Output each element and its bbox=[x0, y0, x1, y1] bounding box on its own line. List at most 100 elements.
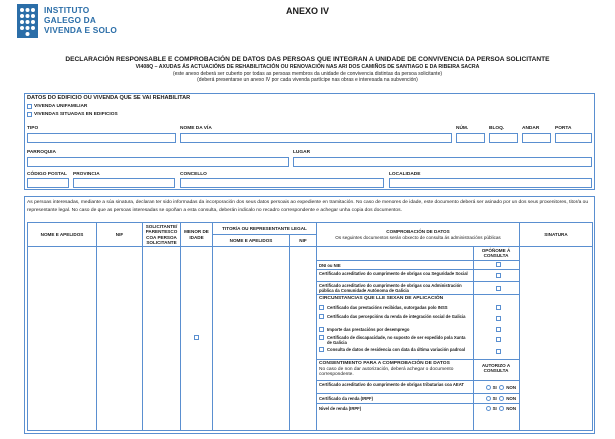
consult-row-inss: Certificado das prestacións recibidas, o… bbox=[317, 303, 519, 313]
porta-field[interactable] bbox=[555, 133, 592, 143]
bloq-field[interactable] bbox=[489, 133, 518, 143]
members-table: NOME E APELIDOS NIF SOLICITANTE/ PARENTE… bbox=[27, 222, 593, 431]
declaration-text: As persoas interesadas, mediante a súa s… bbox=[27, 200, 589, 213]
andar-field[interactable] bbox=[522, 133, 551, 143]
col-menor: MENOR DE IDADE bbox=[180, 222, 213, 247]
building-section-title: DATOS DO EDIFICIO OU VIVENDA QUE SE VAI … bbox=[27, 95, 191, 101]
consult-row-nivel: Nivel de renda (IRPF) SI NON bbox=[317, 403, 519, 413]
circ-discapacidade-checkbox[interactable] bbox=[319, 335, 324, 340]
col-nif: NIF bbox=[96, 222, 143, 247]
tutor-nif-cell[interactable] bbox=[289, 246, 317, 431]
document-titles: DECLARACIÓN RESPONSABLE E COMPROBACIÓN D… bbox=[0, 56, 615, 84]
in-building-label: VIVENDAS SITUADAS EN EDIFICIOS bbox=[34, 112, 118, 117]
renda-si-radio[interactable] bbox=[485, 396, 491, 402]
consultation-cell: OPÓÑOME Á CONSULTA DNI ou NIE Certificad… bbox=[316, 246, 520, 431]
tutor-name-cell[interactable] bbox=[212, 246, 290, 431]
signature-cell[interactable] bbox=[519, 246, 593, 431]
porta-label: PORTA bbox=[555, 126, 572, 131]
nome-via-field[interactable] bbox=[180, 133, 452, 143]
oppose-risga-checkbox[interactable] bbox=[496, 316, 501, 321]
oppose-xunta-checkbox[interactable] bbox=[496, 286, 501, 291]
provincia-label: PROVINCIA bbox=[73, 172, 100, 177]
nivel-non-radio[interactable] bbox=[499, 406, 505, 412]
col-titor-nif: NIF bbox=[289, 234, 317, 247]
col-comprobacion: COMPROBACIÓN DE DATOS Os seguintes docum… bbox=[316, 222, 520, 247]
note-1: (este anexo deberá ser cuberto por todas… bbox=[172, 71, 443, 77]
building-data-section bbox=[24, 93, 595, 190]
oppose-ss-checkbox[interactable] bbox=[496, 273, 501, 278]
consultation-divider bbox=[473, 247, 519, 430]
localidade-label: LOCALIDADE bbox=[389, 172, 421, 177]
codigo-postal-field[interactable] bbox=[27, 178, 69, 188]
consultation-list: OPÓÑOME Á CONSULTA DNI ou NIE Certificad… bbox=[317, 247, 519, 430]
member-name-cell[interactable] bbox=[27, 246, 97, 431]
page-header: INSTITUTO GALEGO DA VIVENDA E SOLO ANEXO… bbox=[0, 0, 615, 60]
circ-residencia-checkbox[interactable] bbox=[319, 347, 324, 352]
consult-row-aeat: Certificado acreditativo do cumprimento … bbox=[317, 380, 519, 393]
circ-desemprego-checkbox[interactable] bbox=[319, 327, 324, 332]
renda-options: SI NON bbox=[485, 396, 516, 402]
lugar-label: LUGAR bbox=[293, 150, 311, 155]
parroquia-label: PARROQUIA bbox=[27, 150, 56, 155]
consult-row-desemprego: Importe das prestacións por desemprego bbox=[317, 325, 519, 334]
consent-header: CONSENTIMENTO PARA A COMPROBACIÓN DE DAT… bbox=[317, 359, 519, 380]
renda-non-radio[interactable] bbox=[499, 396, 505, 402]
single-family-checkbox[interactable] bbox=[27, 104, 32, 109]
consult-row-discapacidade: Certificado de discapacidade, no suposto… bbox=[317, 334, 519, 346]
circ-inss-checkbox[interactable] bbox=[319, 305, 324, 310]
minor-checkbox[interactable] bbox=[194, 335, 199, 341]
oppose-discapacidade-checkbox[interactable] bbox=[496, 337, 501, 342]
andar-label: ANDAR bbox=[522, 126, 540, 131]
consult-row-dni: DNI ou NIE bbox=[317, 260, 519, 269]
oppose-inss-checkbox[interactable] bbox=[496, 305, 501, 310]
tipo-field[interactable] bbox=[27, 133, 176, 143]
tipo-label: TIPO bbox=[27, 126, 39, 131]
consult-row-risga: Certificado das percepcións da renda de … bbox=[317, 313, 519, 325]
codigo-postal-label: CÓDIGO POSTAL bbox=[27, 172, 67, 177]
consult-row-renda: Certificado da renda (IRPF) SI NON bbox=[317, 393, 519, 403]
nivel-si-radio[interactable] bbox=[485, 406, 491, 412]
institute-name: INSTITUTO GALEGO DA VIVENDA E SOLO bbox=[44, 5, 118, 35]
col-solicitante: SOLICITANTE/ PARENTESCO COA PERSOA SOLIC… bbox=[142, 222, 181, 247]
concello-label: CONCELLO bbox=[180, 172, 207, 177]
oppose-desemprego-checkbox[interactable] bbox=[496, 327, 501, 332]
concello-field[interactable] bbox=[180, 178, 384, 188]
bloq-label: BLOQ. bbox=[489, 126, 505, 131]
oppose-header: OPÓÑOME Á CONSULTA bbox=[481, 248, 511, 259]
in-building-checkbox[interactable] bbox=[27, 112, 32, 117]
provincia-field[interactable] bbox=[73, 178, 175, 188]
nome-via-label: NOME DA VÍA bbox=[180, 126, 212, 131]
oppose-dni-checkbox[interactable] bbox=[496, 262, 501, 267]
circ-risga-checkbox[interactable] bbox=[319, 314, 324, 319]
circumstances-header: CIRCUNSTANCIAS QUE LLE SEXAN DE APLICACI… bbox=[317, 294, 519, 302]
oppose-residencia-checkbox[interactable] bbox=[496, 349, 501, 354]
col-sinatura: SINATURA bbox=[519, 222, 593, 247]
members-section bbox=[24, 196, 595, 434]
nivel-options: SI NON bbox=[485, 406, 516, 412]
galicia-crest-icon bbox=[17, 4, 38, 38]
parroquia-field[interactable] bbox=[27, 157, 289, 167]
num-field[interactable] bbox=[456, 133, 485, 143]
aeat-non-radio[interactable] bbox=[499, 385, 505, 391]
col-titor-nome: NOME E APELIDOS bbox=[212, 234, 290, 247]
document-title: DECLARACIÓN RESPONSABLE E COMPROBACIÓN D… bbox=[65, 56, 550, 63]
procedure-code: VI408Q – AXUDAS ÁS ACTUACIÓNS DE REHABIL… bbox=[135, 64, 480, 70]
member-relation-cell[interactable] bbox=[142, 246, 181, 431]
consult-row-residencia: Consulta de datos de residencia con data… bbox=[317, 346, 519, 358]
igvs-logo: INSTITUTO GALEGO DA VIVENDA E SOLO bbox=[17, 3, 127, 53]
consult-row-xunta: Certificado acreditativo do cumprimento … bbox=[317, 281, 519, 294]
single-family-label: VIVENDA UNIFAMILIAR bbox=[34, 104, 88, 109]
aeat-si-radio[interactable] bbox=[485, 385, 491, 391]
authorize-header: AUTORIZO A CONSULTA bbox=[481, 363, 511, 374]
member-minor-cell bbox=[180, 246, 213, 431]
localidade-field[interactable] bbox=[389, 178, 592, 188]
aeat-options: SI NON bbox=[485, 385, 516, 391]
num-label: NÚM. bbox=[456, 126, 469, 131]
consult-row-ss: Certificado acreditativo do cumprimento … bbox=[317, 269, 519, 281]
lugar-field[interactable] bbox=[293, 157, 592, 167]
col-nome: NOME E APELIDOS bbox=[27, 222, 97, 247]
annex-title: ANEXO IV bbox=[285, 6, 329, 16]
col-titor: TITOR/A OU REPRESENTANTE LEGAL bbox=[212, 222, 317, 235]
note-2: (deberá presentarse un anexo IV por cada… bbox=[197, 77, 418, 84]
member-nif-cell[interactable] bbox=[96, 246, 143, 431]
